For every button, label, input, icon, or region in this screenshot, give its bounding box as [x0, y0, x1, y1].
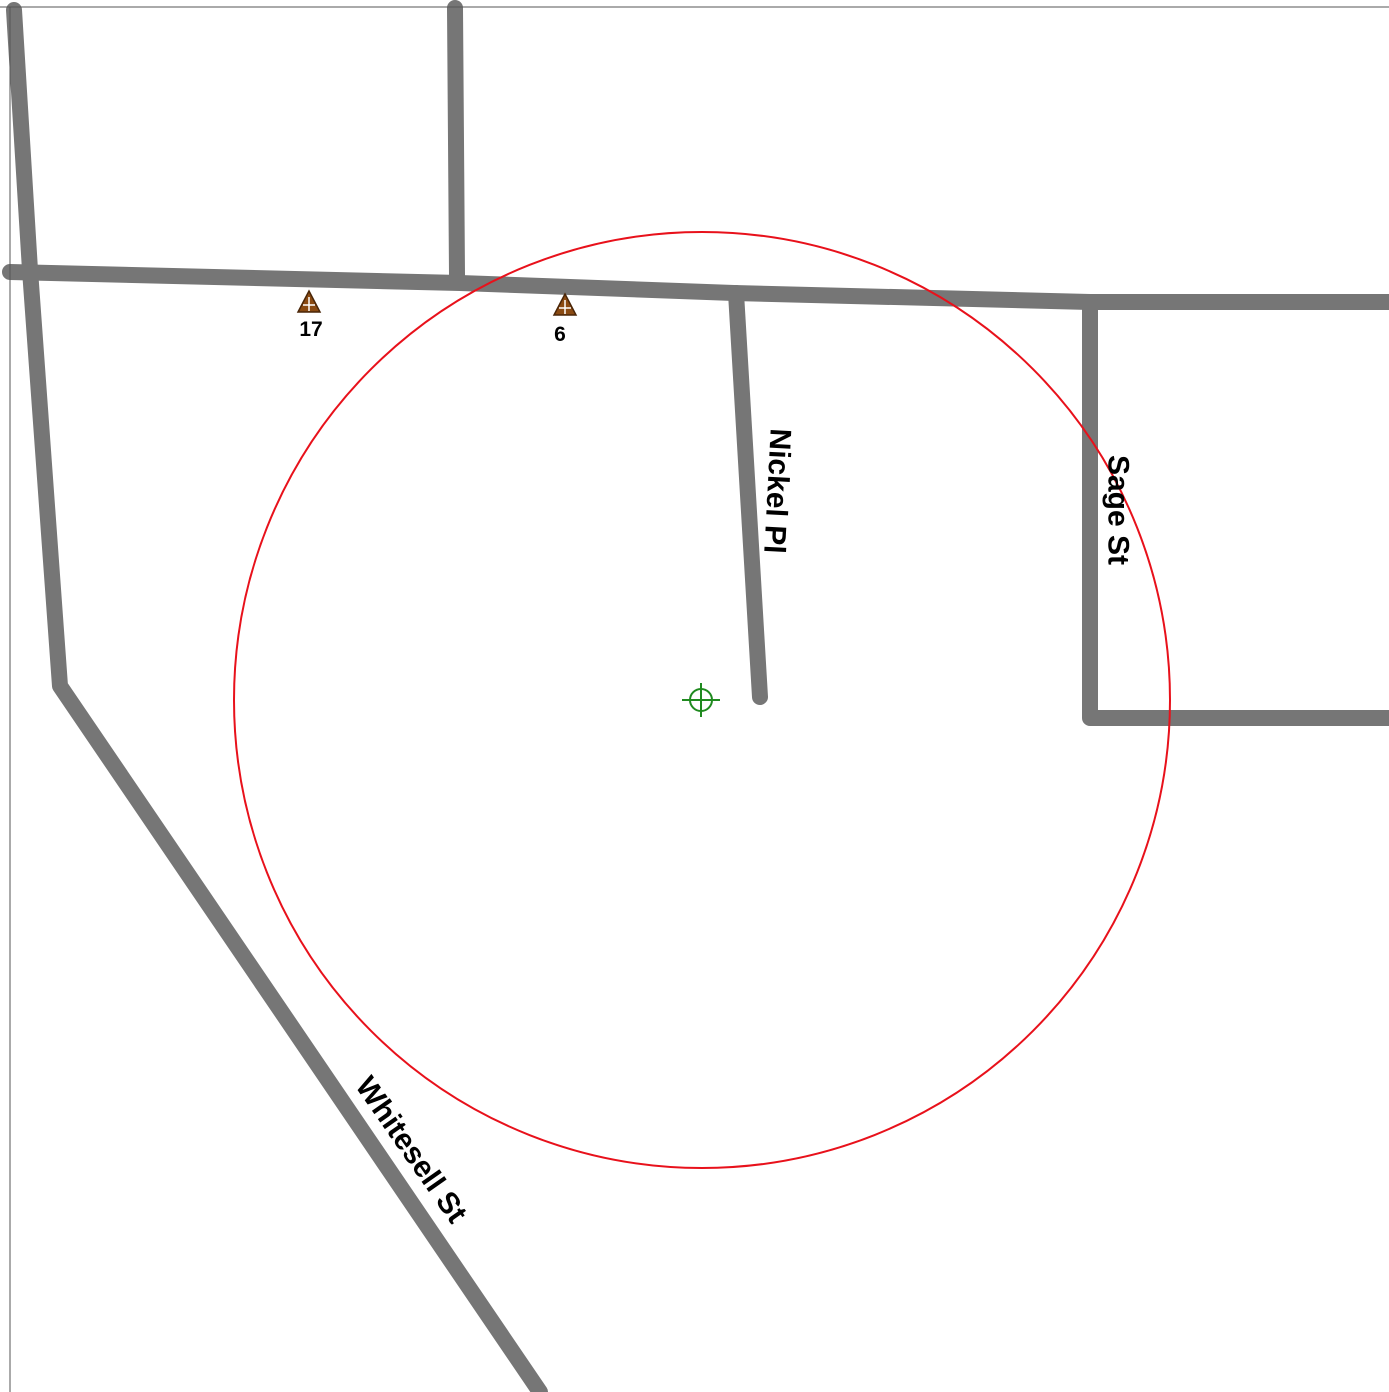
road-nickel-pl: [728, 285, 768, 705]
street-label-nickel-pl: Nickel Pl: [757, 428, 797, 555]
road-west-avenue: [6, 2, 548, 1392]
map-marker-6[interactable]: 6: [552, 292, 578, 346]
marker-label: 17: [299, 318, 322, 341]
road-sage-st: [1082, 294, 1389, 726]
marker-label: 6: [554, 323, 566, 346]
crosshair-icon: [682, 683, 720, 717]
road-north-connector: [447, 0, 465, 283]
warning-triangle-icon: [552, 292, 578, 316]
street-label-sage-st: Sage St: [1102, 455, 1135, 565]
search-radius-circle: [233, 231, 1171, 1169]
warning-triangle-icon: [296, 289, 322, 313]
map-marker-17[interactable]: 17: [296, 289, 323, 341]
